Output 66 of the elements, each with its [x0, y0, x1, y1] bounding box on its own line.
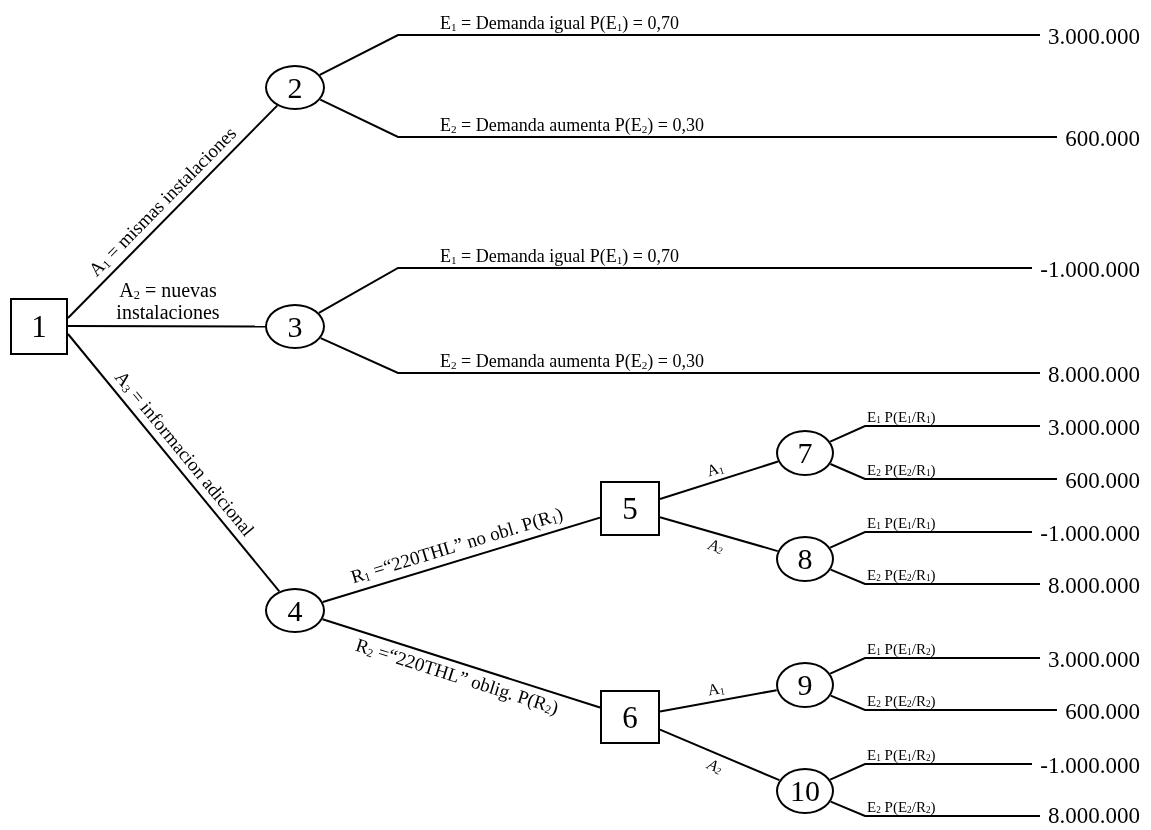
edge-label: E$_{2}$ P(E$_{2}$/R$_{1}$) [867, 566, 936, 583]
node-number: 8 [797, 544, 813, 574]
payoff-value: -1.000.000 [1032, 256, 1140, 284]
decision-box [600, 690, 660, 744]
branch-line [829, 763, 1033, 781]
node-number: 4 [287, 595, 303, 626]
edge-label: E$_{1}$ P(E$_{1}$/R$_{1}$) [867, 408, 936, 425]
branch-line [829, 463, 1058, 480]
payoff-value: 600.000 [1057, 125, 1140, 153]
branch-line [829, 531, 1033, 549]
chance-circle [776, 536, 834, 582]
edge-label: E$_{1}$ P(E$_{1}$/R$_{1}$) [867, 514, 936, 531]
branch-line [67, 325, 266, 328]
node-number: 7 [797, 438, 813, 468]
branch-line [829, 568, 1041, 585]
payoff-value: -1.000.000 [1032, 752, 1140, 780]
payoff-value: 8.000.000 [1040, 361, 1140, 389]
chance-circle [776, 662, 834, 708]
decision-box [10, 298, 68, 355]
payoff-value: 600.000 [1057, 467, 1140, 495]
branch-line [317, 267, 1033, 314]
branch-line [829, 425, 1041, 443]
node-number: 1 [31, 311, 47, 342]
payoff-value: 3.000.000 [1040, 646, 1140, 674]
chance-circle [265, 304, 325, 349]
payoff-value: 3.000.000 [1040, 23, 1140, 51]
branch-line [659, 460, 780, 500]
branch-line [829, 657, 1041, 675]
payoff-value: 8.000.000 [1040, 802, 1140, 830]
payoff-value: -1.000.000 [1032, 520, 1140, 548]
edge-label: E$_{2}$ = Demanda aumenta P(E$_{2}$) = 0,30 [440, 352, 704, 372]
payoff-value: 8.000.000 [1040, 572, 1140, 600]
edge-label: E$_{1}$ P(E$_{1}$/R$_{2}$) [867, 746, 936, 763]
edge-label: E$_{2}$ P(E$_{2}$/R$_{2}$) [867, 692, 936, 709]
node-number: 3 [287, 311, 303, 342]
branch-line [318, 34, 1041, 76]
node-number: 6 [622, 701, 638, 733]
edge-label: E$_{1}$ P(E$_{1}$/R$_{2}$) [867, 640, 936, 657]
edge-label: E$_{2}$ P(E$_{2}$/R$_{1}$) [867, 461, 936, 478]
branch-line [829, 800, 1041, 817]
edge-label: E$_{2}$ P(E$_{2}$/R$_{2}$) [867, 798, 936, 815]
node-number: 9 [797, 670, 813, 700]
chance-circle [265, 65, 325, 110]
branch-line [659, 689, 778, 713]
chance-circle [265, 588, 325, 633]
payoff-value: 600.000 [1057, 698, 1140, 726]
edge-label: A$_{2}$ = nuevas instalaciones [115, 279, 221, 323]
branch-line [659, 728, 781, 782]
decision-box [600, 481, 660, 536]
edge-label: E$_{1}$ = Demanda igual P(E$_{1}$) = 0,70 [440, 247, 679, 267]
branch-line [67, 104, 279, 319]
payoff-value: 3.000.000 [1040, 414, 1140, 442]
chance-circle [776, 768, 834, 814]
branch-line [319, 98, 1058, 138]
branch-line [829, 694, 1058, 711]
node-number: 2 [287, 72, 303, 103]
branch-line [321, 618, 601, 709]
branch-line [659, 516, 779, 553]
node-number: 10 [790, 776, 820, 806]
branch-line [321, 516, 601, 603]
edge-label: E$_{2}$ = Demanda aumenta P(E$_{2}$) = 0,30 [440, 116, 704, 136]
node-number: 5 [622, 493, 638, 524]
branch-line [67, 333, 281, 593]
chance-circle [776, 430, 834, 476]
branch-line [319, 337, 1041, 374]
edge-label: E$_{1}$ = Demanda igual P(E$_{1}$) = 0,70 [440, 14, 679, 34]
